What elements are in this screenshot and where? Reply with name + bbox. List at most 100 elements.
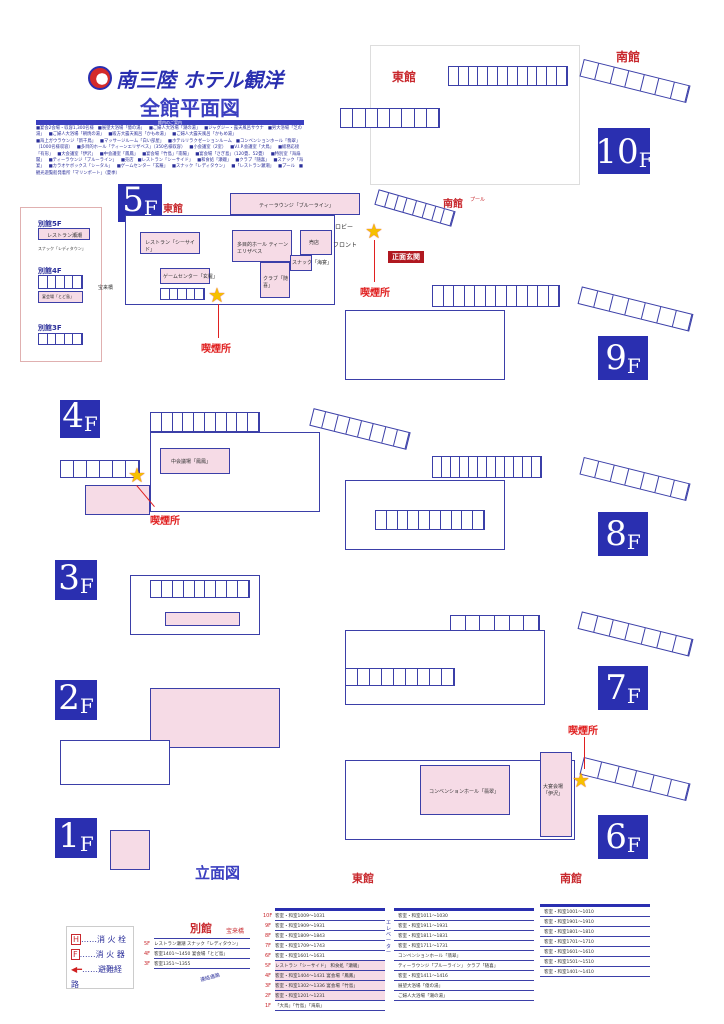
elevation-passage-label: 連絡通路: [199, 972, 221, 984]
guest-room: [48, 276, 57, 288]
guest-room: [341, 109, 354, 127]
guest-room: [346, 669, 358, 685]
guest-room: [370, 669, 382, 685]
game-center[interactable]: ゲームセンター「玄羅」: [160, 268, 218, 284]
guest-room: [672, 310, 693, 331]
guest-room: [194, 413, 205, 431]
guest-room: [366, 109, 378, 127]
snack[interactable]: スナック「海宴」: [290, 255, 332, 271]
bridge-label: 宝来橋: [98, 285, 114, 291]
floor-8-rooms-east: [432, 456, 542, 478]
shop[interactable]: 売店: [300, 230, 332, 255]
guest-room: [113, 461, 126, 477]
guest-room: [549, 286, 559, 306]
elevation-floor-label: 4F: [143, 950, 150, 957]
floor-10-rooms-south: [579, 58, 691, 104]
elevation-floor-label: 2F: [264, 992, 271, 999]
banquet-4f[interactable]: 中会議場「鳳鳳」: [160, 448, 230, 474]
facility-guide-item: ■ティーラウンジ「ブルーライン」: [48, 158, 117, 164]
facility-guide-item: ■マッサージルーム「白い部屋」: [99, 138, 164, 144]
elevation-row-text: 客室・和室1201〜1231: [275, 993, 325, 999]
guest-room: [441, 511, 452, 529]
extinguisher-icon: F: [71, 949, 80, 960]
guest-room: [452, 511, 463, 529]
hydrant-icon: H: [71, 934, 82, 945]
annex-3f-label: 別館3F: [38, 324, 62, 332]
guest-room: [670, 82, 690, 102]
east-building-label-10f: 東館: [392, 70, 417, 84]
guest-room: [528, 286, 538, 306]
annex-4f-rooms: [38, 275, 83, 289]
guest-room: [508, 67, 518, 85]
guest-room: [173, 413, 184, 431]
evacuation-arrow-icon: ◀━: [71, 965, 82, 974]
guest-room: [195, 289, 204, 299]
guest-room: [48, 334, 57, 344]
club[interactable]: クラブ「随喜」: [260, 262, 290, 298]
guest-room: [505, 457, 514, 477]
guest-room: [87, 461, 100, 477]
facility-guide-item: ■スナック「レディタウン」: [171, 164, 228, 170]
legend-route-text: ……避難経路: [71, 965, 122, 989]
large-banquet-label: 大宴会場「伊沢」: [543, 784, 564, 797]
facility-guide-heading: 館内のご案内: [36, 120, 304, 125]
guest-room: [126, 461, 139, 477]
elevation-row-text: 客室・和室1811〜1831: [398, 933, 448, 939]
front-label: フロント: [333, 242, 358, 249]
elevation-row-text: 客室・和室1404〜1431 宴会場「鳳鳳」: [275, 973, 358, 979]
guest-room: [444, 286, 454, 306]
guest-room: [238, 581, 250, 597]
floor-8-rooms-west: [375, 510, 485, 530]
legend-hydrant: H……消 火 栓: [71, 932, 129, 947]
east-building-label-5f: 東館: [163, 204, 183, 215]
guest-room: [462, 511, 474, 529]
elevation-row-text: 客室・和室1601〜1610: [544, 949, 594, 955]
facility-guide-item: ■観光遊覧船発着所「マリンポート」（夏季）: [36, 164, 303, 176]
guest-room: [498, 67, 508, 85]
guest-room: [442, 669, 454, 685]
guest-room: [56, 276, 65, 288]
guest-room: [667, 779, 690, 800]
legend-route: ◀━……避難経路: [71, 962, 129, 992]
guest-room: [441, 209, 455, 226]
main-entrance-label[interactable]: 正面玄関: [388, 251, 424, 263]
guest-room: [394, 669, 406, 685]
hotel-logo: [88, 66, 112, 90]
guest-room: [475, 286, 486, 306]
elevation-row-text: レストラン「シーサイド」 和食処「瀬磯」: [275, 963, 362, 969]
smoking-area-star-5f-a: ★: [208, 283, 226, 307]
elevation-row-text: 客室・和室1411〜1416: [398, 973, 448, 979]
elevation-row-text: 客室1401〜1450 宴会場「とど島」: [154, 951, 228, 957]
annex-banquet[interactable]: 宴会場「とど島」: [38, 291, 83, 303]
elevation-floor-label: 1F: [264, 1002, 271, 1009]
guest-room: [486, 286, 496, 306]
guest-room: [406, 669, 418, 685]
guest-room: [459, 67, 469, 85]
facility-guide-item: ■特別室「海扇閣」: [36, 151, 301, 164]
restaurant-seaside[interactable]: レストラン「シーサイド」: [140, 232, 200, 254]
guest-room: [65, 334, 74, 344]
elevation-title: 立面図: [195, 864, 241, 882]
annex-restaurant[interactable]: レストラン瀬潮: [38, 228, 90, 240]
guest-room: [469, 457, 478, 477]
large-banquet-hall[interactable]: 大宴会場「伊沢」: [540, 752, 572, 837]
guest-room: [398, 511, 409, 529]
guest-room: [151, 581, 162, 597]
elevation-row: コンベンションホール「翡翠」: [394, 951, 534, 961]
elevation-row-text: 客室・和室1901〜1910: [544, 919, 594, 925]
multipurpose-hall[interactable]: 多目的ホール ティーンエリザベス: [232, 230, 292, 262]
smoking-area-label-4f: 喫煙所: [150, 516, 180, 527]
elevation-floor-label: 4F: [264, 972, 271, 979]
elevation-row-text: ご婦人大浴場「潮の湯」: [398, 993, 448, 999]
elevation-floor-label: 8F: [264, 932, 271, 939]
guest-room: [216, 413, 227, 431]
guest-room: [65, 276, 74, 288]
guest-room: [184, 581, 195, 597]
guest-room: [173, 581, 184, 597]
smoking-area-star-4f: ★: [128, 463, 146, 487]
convention-hall[interactable]: コンベンションホール「翡翠」: [420, 765, 510, 815]
tea-lounge[interactable]: ティーラウンジ「ブルーライン」: [230, 193, 360, 215]
